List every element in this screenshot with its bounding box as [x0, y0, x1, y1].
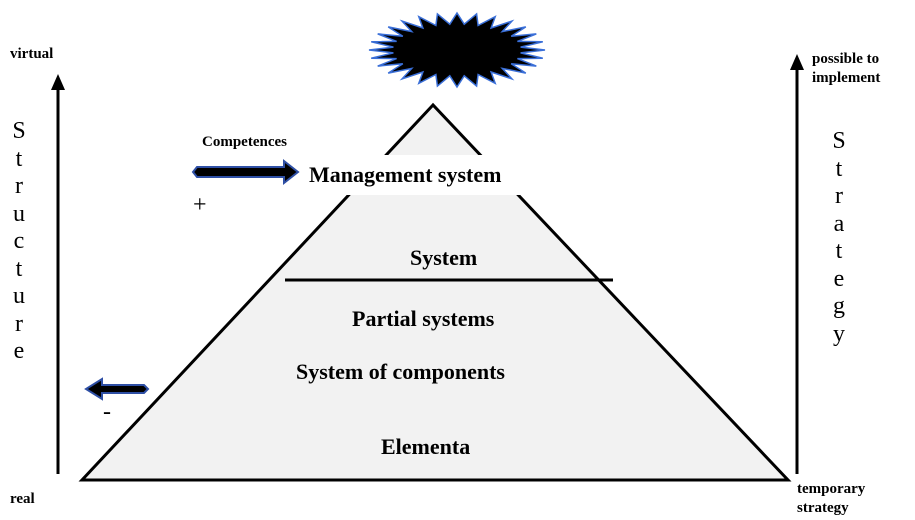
minus-arrow: [84, 377, 150, 401]
strategy-letter: a: [833, 210, 845, 237]
starburst-icon: [368, 11, 546, 89]
left-axis-bottom-label: real: [10, 491, 35, 507]
management-band: [303, 155, 575, 195]
left-axis-arrowhead: [51, 74, 65, 90]
structure-letter: S: [12, 118, 26, 144]
structure-letter: e: [13, 338, 25, 364]
strategy-letter: e: [833, 265, 845, 292]
right-axis-bottom-label-line2: strategy: [797, 500, 849, 516]
structure-letter: c: [13, 228, 25, 254]
strategy-letter: g: [833, 293, 845, 319]
level-system-of-components: System of components: [296, 359, 505, 384]
left-axis-top-label: virtual: [10, 46, 54, 62]
structure-letter: u: [13, 200, 25, 227]
competences-arrow: [191, 158, 300, 186]
strategy-letter: t: [835, 155, 843, 182]
plus-sign: +: [193, 192, 207, 218]
right-axis-bottom-label-line1: temporary: [797, 481, 866, 497]
strategy-letter: t: [835, 238, 843, 264]
level-management-system: Management system: [309, 162, 502, 187]
right-axis-top-label-line1: possible to: [812, 51, 880, 67]
structure-letter: t: [15, 145, 23, 172]
strategy-letter: r: [835, 183, 843, 209]
strategy-letter: y: [833, 320, 845, 347]
level-elementa: Elementa: [381, 434, 471, 459]
competences-label: Competences: [202, 134, 287, 150]
structure-letter: r: [15, 310, 23, 337]
right-axis-top-label-line2: implement: [812, 70, 881, 86]
right-axis-arrowhead: [790, 54, 804, 70]
level-partial-systems: Partial systems: [352, 306, 495, 331]
pyramid-shape: [78, 102, 792, 482]
strategy-letter: S: [832, 128, 846, 154]
minus-sign: -: [103, 399, 111, 425]
structure-letter: t: [15, 255, 23, 282]
structure-letter: r: [15, 173, 23, 199]
level-system: System: [410, 245, 478, 270]
structure-letter: u: [13, 283, 25, 309]
